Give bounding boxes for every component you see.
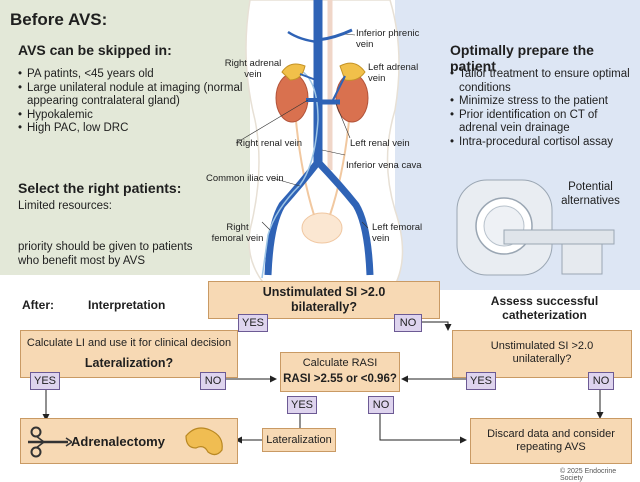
assess-label: Assess successful catheterization <box>490 294 599 322</box>
after-label: After: <box>22 298 54 312</box>
surgical-instrument-icon <box>28 426 72 458</box>
interpretation-label: Interpretation <box>88 298 166 312</box>
unilateral-no-pill: NO <box>588 372 614 390</box>
right-femoral-label: Right femoral vein <box>211 222 264 244</box>
calc-li-box: Calculate LI and use it for clinical dec… <box>20 330 238 378</box>
rasi-yes-pill: YES <box>287 396 317 414</box>
inferior-phrenic-label: Inferior phrenic vein <box>356 28 420 50</box>
lateralization-box: Lateralization <box>262 428 336 452</box>
prepare-item: Minimize stress to the patient <box>450 95 635 109</box>
left-iliac-vessel <box>315 159 374 276</box>
unstimulated-bilateral-line2: bilaterally? <box>291 300 357 314</box>
before-title: Before AVS: <box>10 10 108 29</box>
rasi-box: Calculate RASI RASI >2.55 or <0.96? <box>280 352 400 392</box>
right-adrenal-label: Right adrenal vein <box>224 58 282 80</box>
rasi-no-pill: NO <box>368 396 394 414</box>
skip-list: PA patints, <45 years old Large unilater… <box>18 68 248 136</box>
lateralization-no-pill: NO <box>200 372 226 390</box>
limited-resources: Limited resources: <box>18 200 112 212</box>
lateralization-text: Lateralization <box>266 434 332 446</box>
right-renal-label: Right renal vein <box>236 138 303 149</box>
skip-item: Hypokalemic <box>18 109 248 123</box>
skip-title: AVS can be skipped in: <box>18 42 172 58</box>
rasi-calc-text: Calculate RASI <box>302 357 378 369</box>
alternatives-label: Potential alternatives <box>561 181 620 207</box>
lateralization-question: Lateralization? <box>84 356 174 370</box>
lateralization-yes-pill: YES <box>30 372 60 390</box>
skip-item: Large unilateral nodule at imaging (norm… <box>18 82 248 109</box>
unstimulated-bilateral-line1: Unstimulated SI >2.0 <box>262 285 386 299</box>
ivc-label: Inferior vena cava <box>346 160 422 171</box>
adrenalectomy-label: Adrenalectomy <box>71 434 165 449</box>
right-adrenal <box>281 63 306 81</box>
unstimulated-bilateral-box: Unstimulated SI >2.0 bilaterally? <box>208 281 440 319</box>
left-femoral-label: Left femoral vein <box>372 222 423 244</box>
prepare-item: Prior identification on CT of adrenal ve… <box>450 109 635 136</box>
select-title: Select the right patients: <box>18 180 182 196</box>
discard-text: Discard data and consider repeating AVS <box>487 428 615 453</box>
skip-item: PA patints, <45 years old <box>18 68 248 82</box>
bilateral-no-pill: NO <box>394 314 422 332</box>
unstimulated-unilateral-box: Unstimulated SI >2.0 unilaterally? <box>452 330 632 378</box>
left-adrenal-label: Left adrenal vein <box>368 62 419 84</box>
copyright: © 2025 Endocrine Society <box>560 468 617 482</box>
prepare-item: Intra-procedural cortisol assay <box>450 136 635 150</box>
discard-box: Discard data and consider repeating AVS <box>470 418 632 464</box>
adrenal-gland-icon <box>185 427 223 456</box>
skip-item: High PAC, low DRC <box>18 122 248 136</box>
scanner-illustration <box>456 179 615 276</box>
common-iliac-label: Common iliac vein <box>206 173 284 184</box>
left-adrenal <box>339 62 366 81</box>
calc-li-text: Calculate LI and use it for clinical dec… <box>26 337 232 349</box>
before-panel <box>0 0 250 275</box>
bilateral-yes-pill: YES <box>238 314 268 332</box>
unilateral-yes-pill: YES <box>466 372 496 390</box>
left-renal-label: Left renal vein <box>350 138 410 149</box>
prepare-list: Tailor treatment to ensure optimal condi… <box>450 68 635 149</box>
unstimulated-unilateral-text: Unstimulated SI >2.0 unilaterally? <box>490 340 594 365</box>
priority-text: priority should be given to patients who… <box>18 241 193 267</box>
prepare-item: Tailor treatment to ensure optimal condi… <box>450 68 635 95</box>
rasi-condition: RASI >2.55 or <0.96? <box>283 373 397 385</box>
bladder-shape <box>301 212 343 244</box>
